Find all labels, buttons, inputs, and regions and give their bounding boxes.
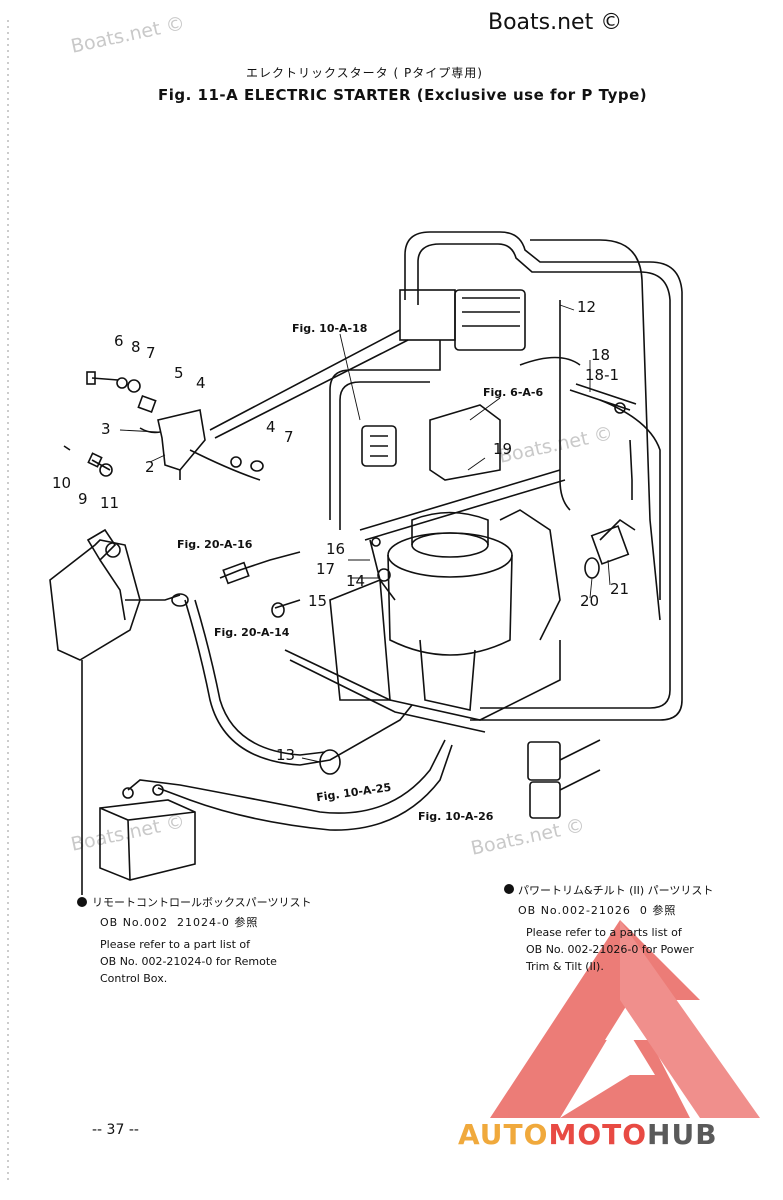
callout-8: 8 [131, 338, 141, 356]
figref-10-A-26: Fig. 10-A-26 [418, 810, 494, 823]
note-bullet [77, 897, 87, 907]
callout-7-lower: 7 [284, 428, 294, 446]
callout-4-lower: 4 [266, 418, 276, 436]
battery-cable-positive [127, 739, 446, 814]
automotohub-logo [490, 920, 760, 1118]
callout-12: 12 [577, 298, 597, 316]
watermark-dark: Boats.net © [488, 10, 623, 35]
callout-11: 11 [100, 494, 120, 512]
callout-16: 16 [326, 540, 346, 558]
callout-18-1: 18-1 [585, 366, 620, 384]
trim-relay [527, 741, 561, 781]
wire-harness-inner [417, 243, 671, 709]
wire-harness-right [530, 239, 661, 621]
part-21-bracket [590, 525, 630, 565]
connector-18 [569, 383, 637, 411]
callout-9: 9 [78, 490, 88, 508]
callout-13: 13 [276, 746, 296, 764]
wire-harness-outer [404, 231, 683, 721]
part-20 [584, 557, 600, 579]
cable-13 [184, 599, 413, 766]
callout-2: 2 [145, 458, 155, 476]
figref-20-A-16: Fig. 20-A-16 [177, 538, 253, 551]
relay [361, 425, 397, 467]
wire-harness-loop [329, 340, 441, 520]
callout-18: 18 [591, 346, 611, 364]
figref-6-A-6: Fig. 6-A-6 [483, 386, 544, 399]
callout-6: 6 [114, 332, 124, 350]
note-right-ob: OB No.002-21026 0 参照 [518, 904, 677, 917]
fitting-20-A-16 [219, 551, 301, 579]
battery [99, 799, 196, 881]
note-left-en: Please refer to a part list of OB No. 00… [100, 938, 277, 985]
coupler-part-1 [157, 409, 206, 471]
callout-7: 7 [146, 344, 156, 362]
callout-20: 20 [580, 592, 600, 610]
callout-5: 5 [174, 364, 184, 382]
note-right-en: Please refer to a parts list of OB No. 0… [526, 926, 694, 973]
callout-15: 15 [308, 592, 328, 610]
callout-14: 14 [346, 572, 366, 590]
brand-auto: AUTO [458, 1118, 549, 1151]
callout-19: 19 [493, 440, 513, 458]
note-left-jp: リモートコントロールボックスパーツリスト [92, 896, 312, 909]
callout-17: 17 [316, 560, 336, 578]
callout-21: 21 [610, 580, 630, 598]
note-right-jp: パワートリム&チルト (II) パーツリスト [518, 884, 714, 897]
engine-block [329, 578, 391, 701]
figref-20-A-14: Fig. 20-A-14 [214, 626, 290, 639]
starter-motor-top [387, 532, 513, 578]
page-number: -- 37 -- [92, 1122, 139, 1138]
wire-12 [559, 300, 571, 511]
brand-moto: MOTO [548, 1118, 648, 1151]
callout-10: 10 [52, 474, 72, 492]
callout-3: 3 [101, 420, 111, 438]
battery-cable-negative [157, 744, 453, 831]
brand-hub: HUB [647, 1118, 718, 1151]
automotohub-wordmark: AUTOMOTOHUB [458, 1118, 718, 1151]
note-left-ob: OB No.002 21024-0 参照 [100, 916, 259, 929]
note-bullet [504, 884, 514, 894]
bolt-6 [91, 377, 119, 381]
cdi-unit [429, 404, 501, 481]
figref-10-A-18: Fig. 10-A-18 [292, 322, 368, 335]
callout-4: 4 [196, 374, 206, 392]
page-title: Fig. 11-A ELECTRIC STARTER (Exclusive us… [158, 86, 648, 104]
terminal-block [454, 289, 526, 351]
japanese-title: エレクトリックスタータ ( Pタイプ専用) [246, 66, 483, 80]
wire-to-block [209, 329, 409, 439]
